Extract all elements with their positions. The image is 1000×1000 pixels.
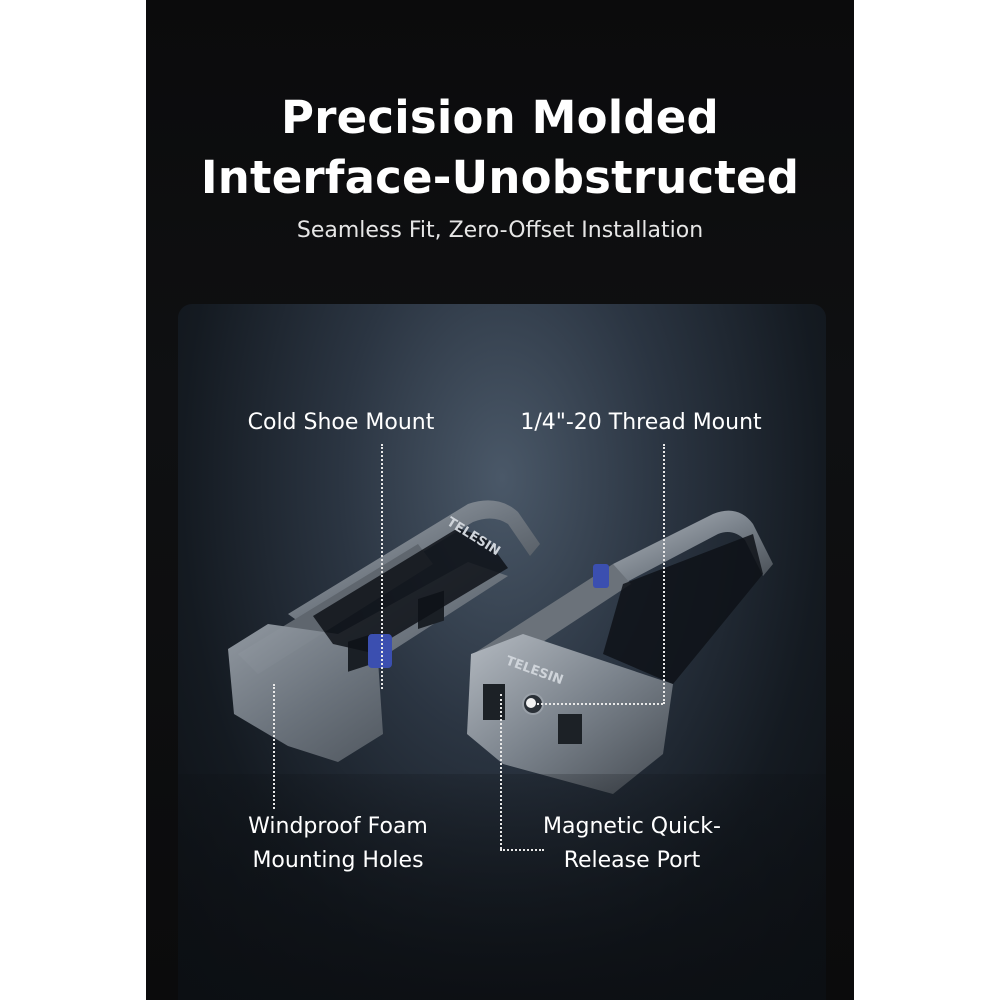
callout-thread-mount: 1/4"-20 Thread Mount	[520, 410, 762, 435]
leader-line-magnetic-port-vertical	[500, 694, 502, 849]
headline-line-2: Interface-Unobstructed	[200, 151, 800, 204]
callout-magnetic-port-line-2: Release Port	[563, 848, 701, 873]
headline-line-1: Precision Molded	[281, 91, 719, 144]
leader-line-magnetic-port-horizontal	[500, 849, 544, 851]
left-camera-cage-image: TELESIN	[228, 500, 540, 762]
callout-magnetic-port: Magnetic Quick- Release Port	[528, 810, 736, 878]
thread-mount-marker	[526, 698, 536, 708]
subheadline: Seamless Fit, Zero-Offset Installation	[296, 218, 704, 243]
leader-line-thread-mount-vertical	[663, 444, 665, 704]
leader-line-cold-shoe	[381, 444, 383, 689]
callout-windproof-foam: Windproof Foam Mounting Holes	[228, 810, 448, 878]
callout-windproof-foam-line-2: Mounting Holes	[252, 848, 424, 873]
right-camera-cage-image: TELESIN	[467, 510, 773, 794]
headline: Precision Molded Interface-Unobstructed	[146, 88, 854, 208]
product-image-panel: TELESIN TELESIN Cold Shoe Mount	[178, 304, 826, 1000]
callout-magnetic-port-line-1: Magnetic Quick-	[543, 814, 721, 839]
leader-line-thread-mount-horizontal	[533, 703, 663, 705]
callout-windproof-foam-line-1: Windproof Foam	[248, 814, 428, 839]
callout-cold-shoe-mount: Cold Shoe Mount	[247, 410, 435, 435]
floor-reflection	[178, 774, 826, 1000]
leader-line-windproof-foam	[273, 684, 275, 809]
product-feature-card: Precision Molded Interface-Unobstructed …	[146, 0, 854, 1000]
